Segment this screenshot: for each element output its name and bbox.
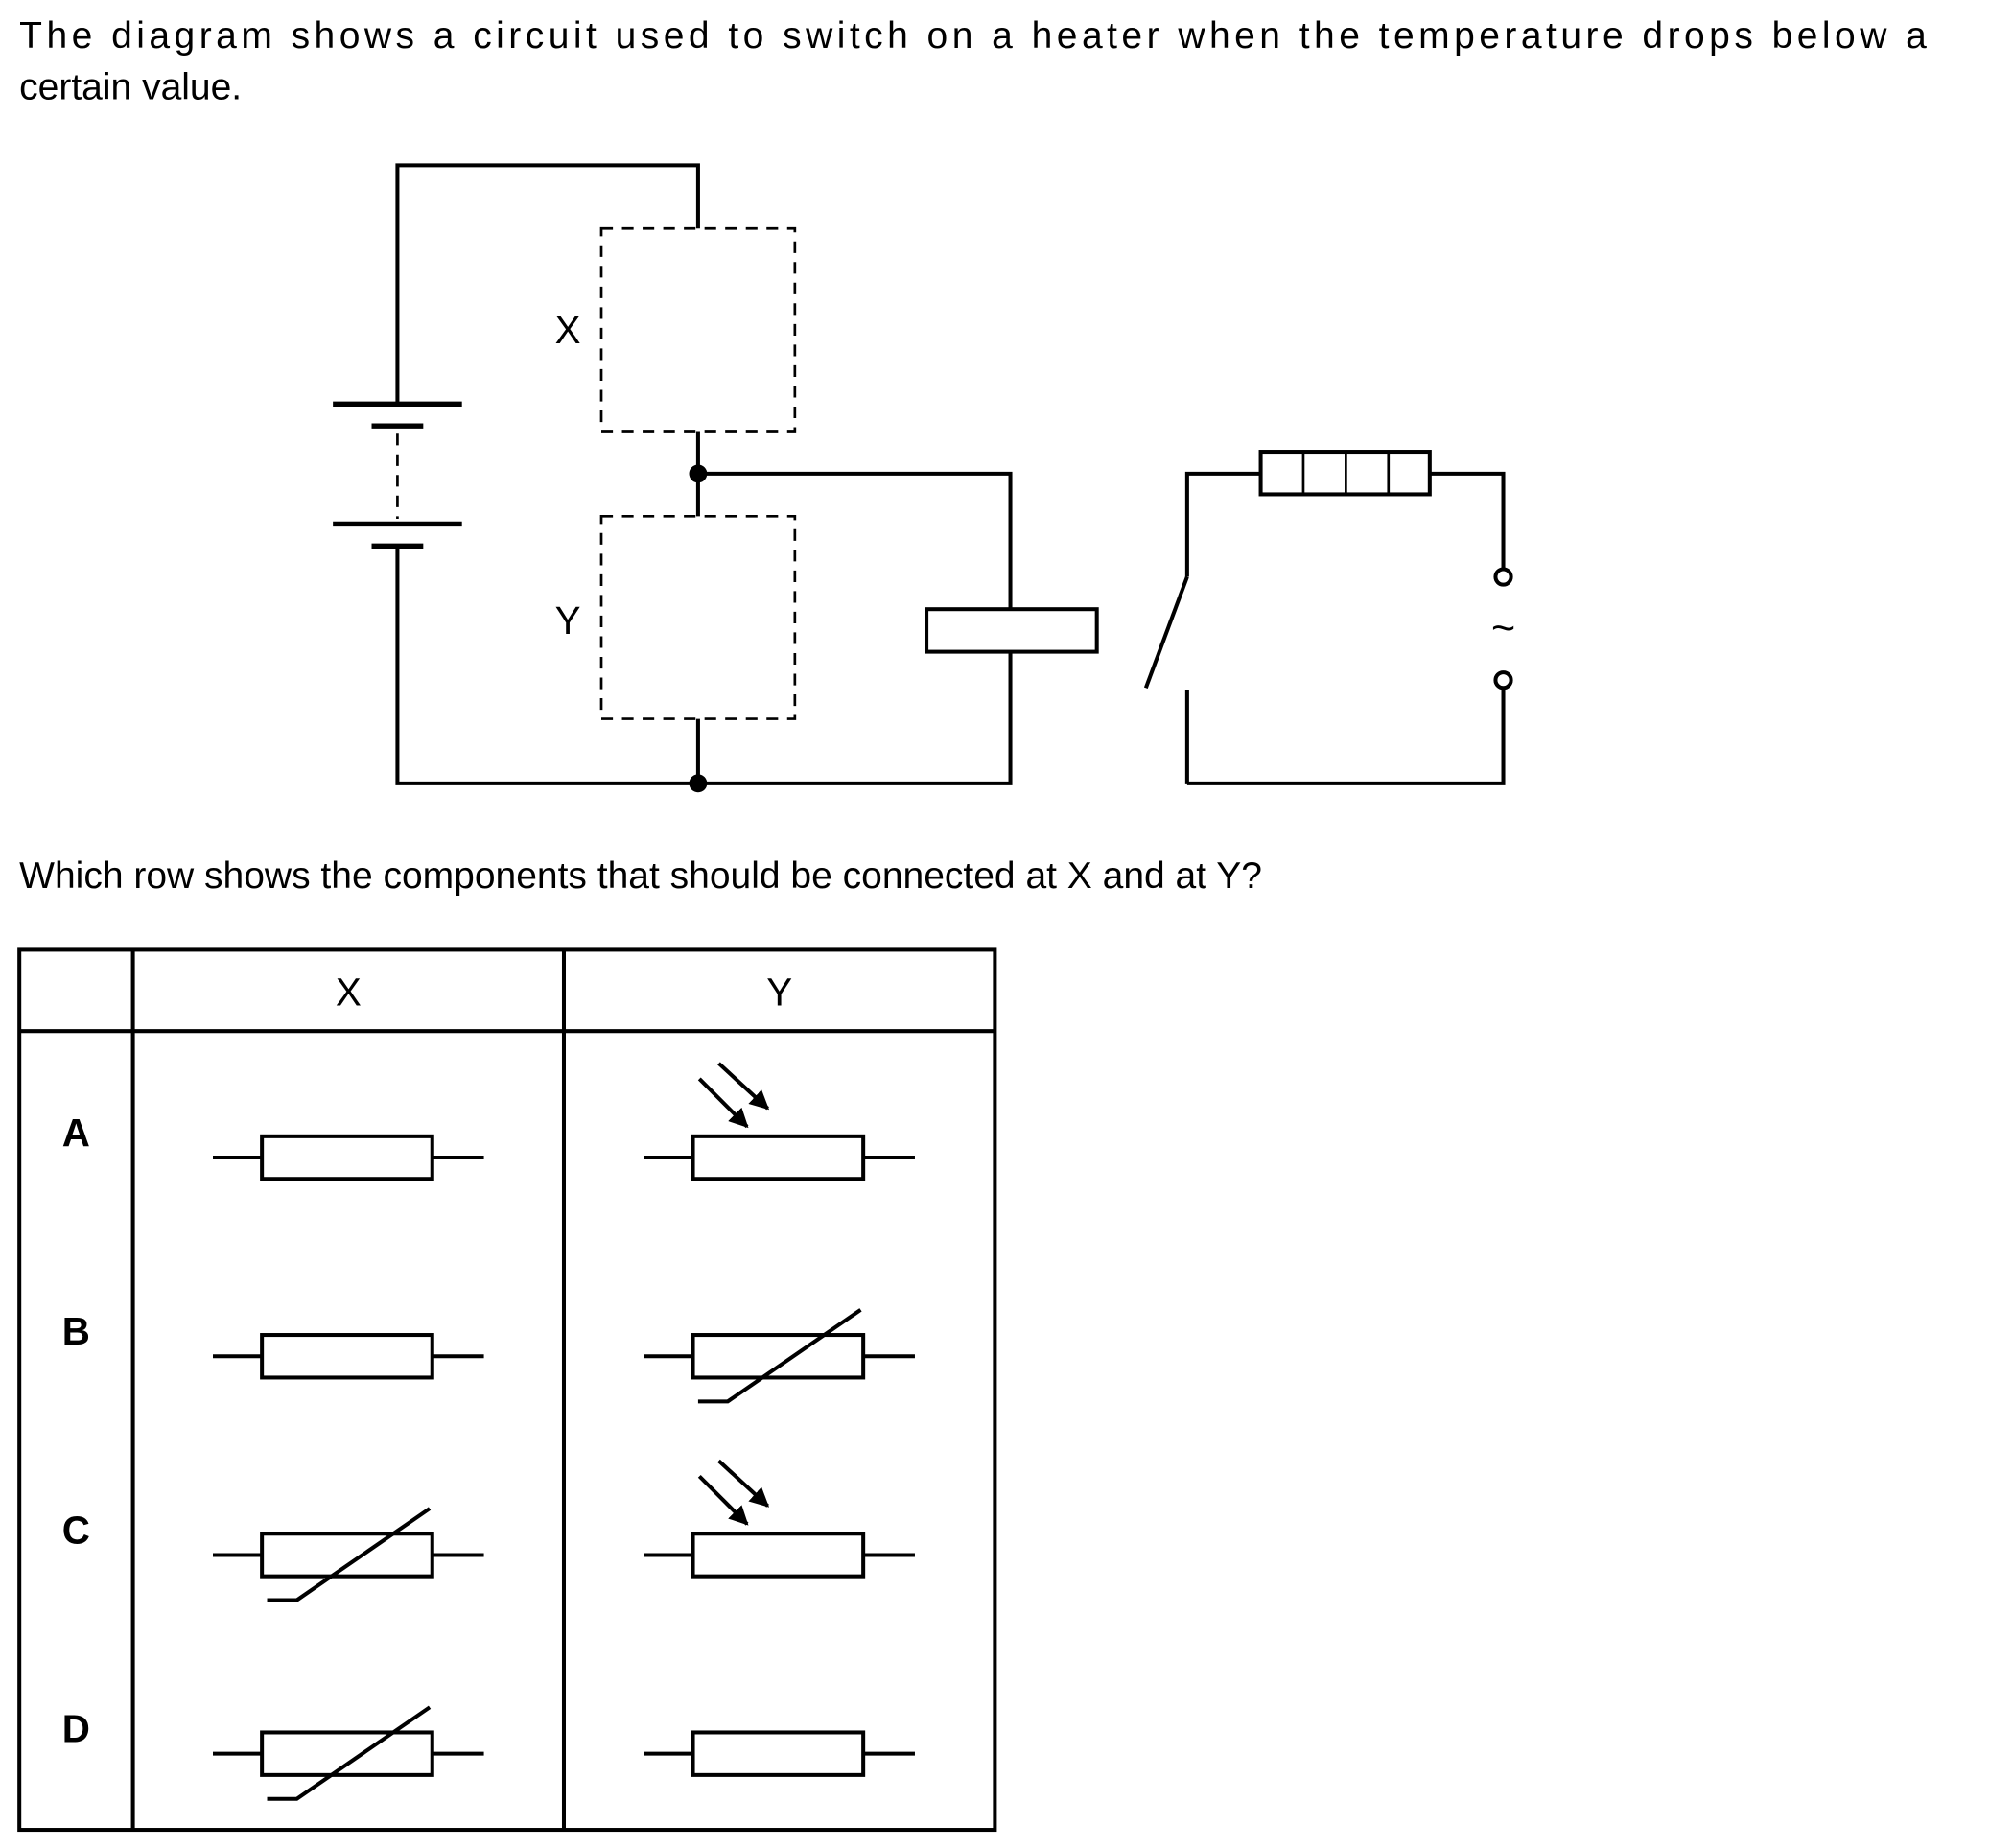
table-row: C <box>62 1459 915 1602</box>
table-row: D <box>62 1705 915 1801</box>
relay-coil-icon <box>925 607 1099 654</box>
component-slot-y <box>599 514 797 720</box>
wire-bottom <box>395 546 1013 785</box>
junction-dot <box>689 774 708 793</box>
header-x: X <box>336 970 362 1014</box>
header-y: Y <box>766 970 792 1014</box>
row-label: B <box>62 1309 90 1353</box>
thermistor-icon <box>644 1308 915 1404</box>
ldr-icon <box>644 1062 915 1181</box>
component-slot-x <box>599 226 797 433</box>
ac-supply-icon: ~ <box>1491 567 1515 690</box>
thermistor-icon <box>213 1507 484 1602</box>
label-y: Y <box>555 598 581 643</box>
fixed-resistor-icon <box>213 1333 484 1380</box>
heater-icon <box>1258 450 1432 497</box>
intro-line-1: The diagram shows a circuit used to swit… <box>19 15 1927 57</box>
table-row: A <box>62 1062 915 1181</box>
intro-line-2: certain value. <box>19 67 242 108</box>
question-prompt: Which row shows the components that shou… <box>19 855 1262 897</box>
fixed-resistor-icon <box>644 1730 915 1777</box>
ac-symbol: ~ <box>1491 605 1515 651</box>
relay-switch-icon <box>1143 575 1189 784</box>
answer-table: X Y A B C D <box>17 947 997 1833</box>
row-label: C <box>62 1508 90 1552</box>
circuit-diagram: X Y ~ <box>333 163 1515 793</box>
row-label: A <box>62 1111 90 1155</box>
wire-top-left <box>395 163 700 405</box>
wire-heater-circuit <box>1184 471 1506 785</box>
fixed-resistor-icon <box>213 1134 484 1181</box>
table-row: B <box>62 1308 915 1404</box>
ldr-icon <box>644 1459 915 1579</box>
wire-to-relay <box>697 471 1013 610</box>
battery-icon <box>333 401 462 549</box>
thermistor-icon <box>213 1705 484 1801</box>
label-x: X <box>555 308 581 352</box>
row-label: D <box>62 1707 90 1751</box>
